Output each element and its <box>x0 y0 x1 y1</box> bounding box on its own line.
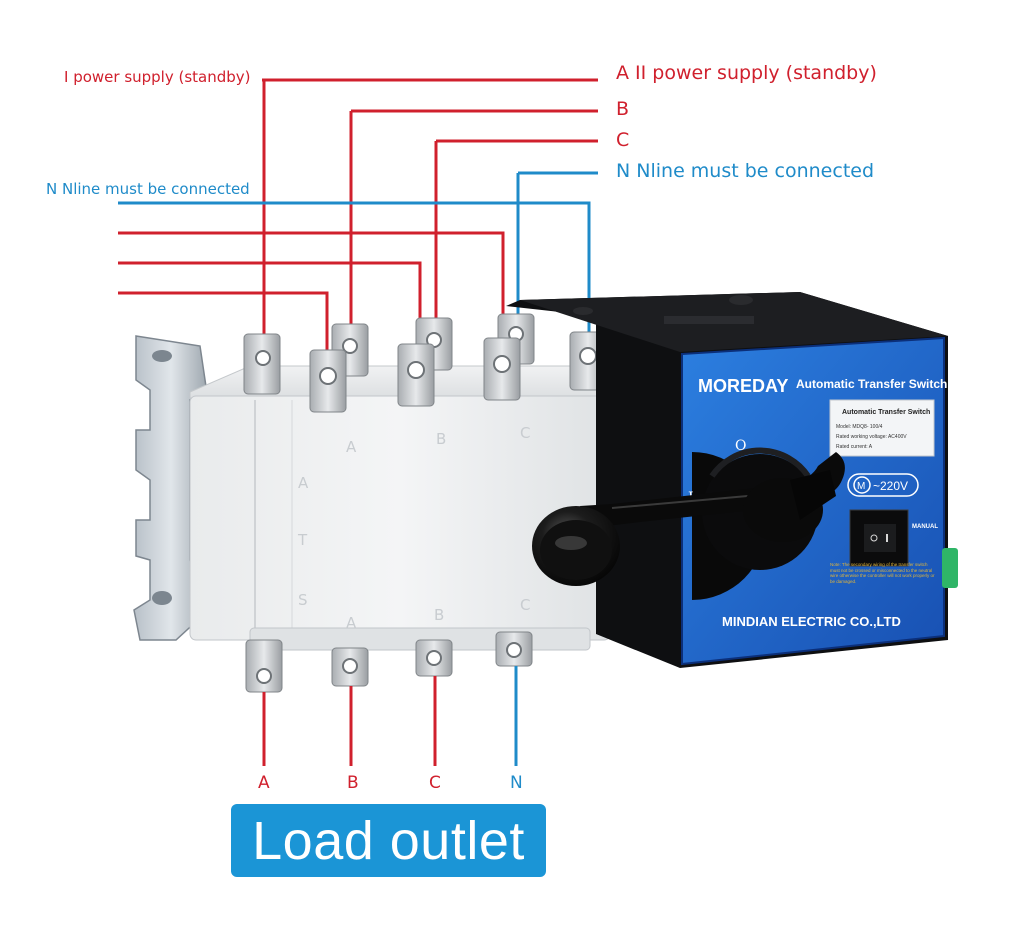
wire-ii-n <box>516 171 598 322</box>
maker-name: MINDIAN ELECTRIC CO.,LTD <box>722 614 901 629</box>
terminal-bottom-a <box>245 639 283 693</box>
dial-label-o: O <box>735 438 746 454</box>
output-label-c: C <box>429 773 441 793</box>
b-top-label: B <box>616 98 630 120</box>
wire-i-supply-a <box>262 78 598 348</box>
a-ii-power-supply-label: A II power supply (standby) <box>616 62 877 84</box>
output-label-a: A <box>258 773 270 793</box>
wire-i-a-feed <box>118 291 329 362</box>
housing-letter-c-top: C <box>520 424 530 442</box>
bottom-terminals <box>245 631 533 693</box>
terminal-mid-a <box>309 349 347 413</box>
wiring <box>118 78 598 362</box>
n-right-label: N Nline must be connected <box>616 160 875 182</box>
housing-side-letter-a: A <box>298 474 309 492</box>
warning-note: Note: The secondary wiring of the transf… <box>830 562 935 584</box>
terminal-bottom-b <box>331 647 369 687</box>
wire-ii-c <box>434 139 598 330</box>
terminal-bottom-n <box>495 631 533 667</box>
voltage-label: ~220V <box>873 479 908 493</box>
housing-letter-a-top: A <box>346 438 357 456</box>
voltage-indicator: M ~220V <box>847 473 919 497</box>
top-terminals <box>243 313 607 413</box>
operating-handle <box>532 452 845 586</box>
output-label-n: N <box>510 773 523 793</box>
terminal-bottom-c <box>415 639 453 677</box>
plate-line-2: Rated working voltage: AC400V <box>836 434 907 440</box>
switch-housing <box>189 365 611 651</box>
housing-letter-a-bottom: A <box>346 614 357 632</box>
output-wiring <box>262 666 518 766</box>
i-power-supply-label: I power supply (standby) <box>64 68 251 86</box>
housing-letter-c-bottom: C <box>520 596 530 614</box>
plate-title: Automatic Transfer Switch <box>842 409 930 416</box>
terminal-top-a <box>243 333 281 395</box>
brand-logo: MOREDAY <box>698 376 788 396</box>
terminal-mid-b <box>397 343 435 407</box>
housing-side-letter-s: S <box>298 591 308 609</box>
terminal-mid-c <box>483 337 521 401</box>
plate-line-1: Model: MDQ8- 100/4 <box>836 424 883 430</box>
load-outlet-banner: Load outlet <box>231 804 546 877</box>
output-label-b: B <box>347 773 359 793</box>
c-top-label: C <box>616 129 630 151</box>
housing-letter-b-top: B <box>436 430 446 448</box>
housing-letter-b-bottom: B <box>434 606 444 624</box>
warning-note-text: Note: The secondary wiring of the transf… <box>830 562 935 584</box>
motor-symbol: M <box>857 481 865 492</box>
panel-branding: MOREDAY Automatic Transfer Switch <box>698 376 947 396</box>
wire-i-c <box>118 231 505 332</box>
rating-plate: Automatic Transfer Switch Model: MDQ8- 1… <box>829 399 935 457</box>
wire-i-n <box>118 201 591 336</box>
load-outlet-label: Load outlet <box>252 810 525 871</box>
panel-title: Automatic Transfer Switch <box>796 377 947 391</box>
wire-ii-b <box>349 109 598 336</box>
manual-label: MANUAL <box>912 524 938 530</box>
housing-side-letter-t: T <box>297 531 308 549</box>
plate-line-3: Rated current: A <box>836 444 873 450</box>
n-left-label: N Nline must be connected <box>46 180 250 198</box>
manual-rocker-switch: MANUAL <box>849 509 938 567</box>
